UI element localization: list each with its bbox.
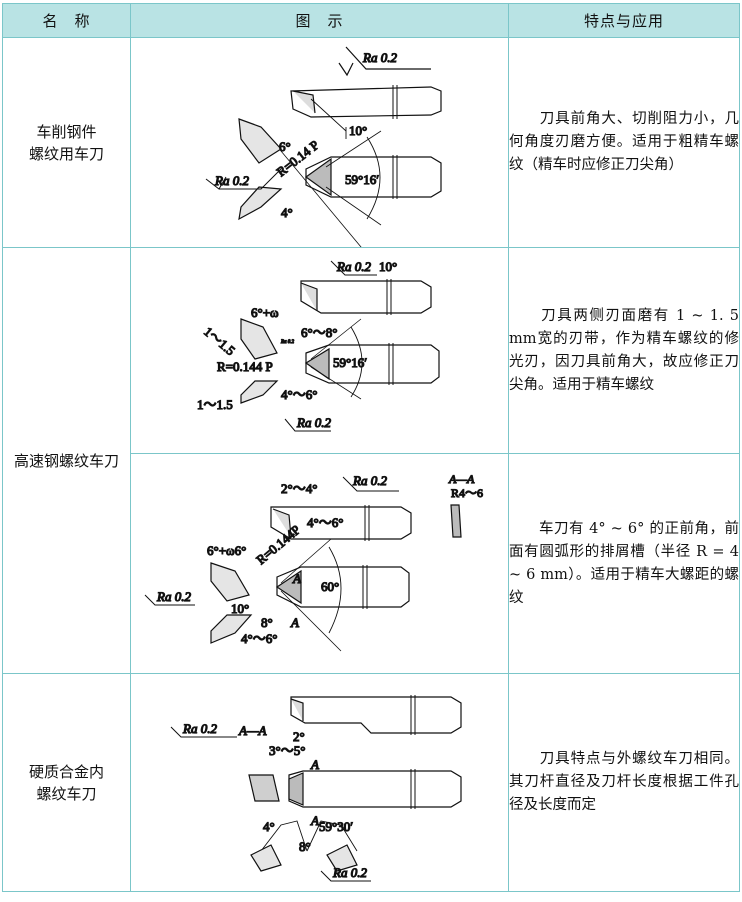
angle-label: 8° — [299, 839, 311, 854]
tool-name-cell: 高速钢螺纹车刀 — [2, 247, 131, 674]
angle-label: 6°～8° — [301, 325, 337, 340]
angle-label: 2° — [293, 729, 305, 744]
tool-drawing-carbide-internal: 2° Ra 0.2 A—A 3°～5° A A 4° 59°30′ 8° Ra … — [170, 694, 462, 881]
table-row: 2°～4° Ra 0.2 4°～6° A—A R4～6 60° R=0.144P… — [3, 453, 740, 674]
tool-bar-front — [288, 769, 462, 808]
angle-label: 2°～4° — [281, 481, 317, 496]
tool-tip-top — [292, 89, 316, 113]
angle-label: 4° — [281, 205, 293, 220]
cutting-tool-table: 名 称 图 示 特点与应用 车削钢件 螺纹用车刀 Ra 0.2 10° — [2, 3, 740, 892]
feature-cell: 车刀有 4° ~ 6° 的正前角，前面有圆弧形的排屑槽（半径 R = 4 ~ 6… — [508, 453, 740, 674]
tool-shank-top — [270, 505, 412, 540]
header-figure: 图 示 — [130, 3, 509, 38]
section-view — [450, 503, 462, 538]
ra-label: Ra 0.2 — [352, 473, 387, 488]
angle-label: 10° — [231, 601, 249, 616]
section-mark: A — [292, 571, 301, 586]
tool-name-line: 螺纹用车刀 — [28, 144, 104, 163]
angle-label: 60° — [321, 579, 339, 594]
header-name: 名 称 — [2, 3, 131, 38]
tool-drawing-hss-groove: 2°～4° Ra 0.2 4°～6° A—A R4～6 60° R=0.144P… — [144, 471, 484, 651]
section-view — [248, 773, 280, 802]
ra-label-tiny: Ra 0.2 — [280, 340, 295, 345]
feature-cell: 刀具两侧刃面磨有 1 ~ 1. 5 mm宽的刃带，作为精车螺纹的修光刃，因刀具前… — [508, 247, 740, 454]
angle-label: 3°～5° — [269, 743, 305, 758]
angle-label: 6°+ω6° — [207, 543, 246, 558]
feature-cell: 刀具特点与外螺纹车刀相同。其刀杆直径及刀杆长度根据工件孔径及长度而定 — [508, 673, 740, 892]
ra-label: Ra 0.2 — [214, 173, 249, 188]
table-header-row: 名 称 图 示 特点与应用 — [2, 3, 740, 38]
feature-cell: 刀具前角大、切削阻力小，几何角度刃磨方便。适用于粗精车螺纹（精车时应修正刀尖角） — [508, 37, 740, 248]
section-lower — [238, 185, 283, 220]
angle-label: 4° — [263, 819, 275, 834]
tool-bar-top — [290, 695, 462, 734]
figure-cell: 2° Ra 0.2 A—A 3°～5° A A 4° 59°30′ 8° Ra … — [130, 673, 509, 892]
angle-label: 6°+ω — [251, 305, 279, 320]
tool-name-line: 硬质合金内 — [28, 762, 104, 781]
radius-label: R=0.144 P — [217, 359, 273, 374]
roughness-symbol — [338, 46, 431, 76]
section-label: A—A — [238, 723, 267, 738]
angle-label: 4°～6° — [241, 631, 277, 646]
radius-label: R=0.144P — [253, 522, 303, 567]
ra-label: Ra 0.2 — [296, 415, 331, 430]
tool-tip-front — [304, 157, 332, 196]
break-mark — [392, 84, 398, 119]
figure-cell: Ra 0.2 10° 59°16′ 6°～8° R=0.144 P 6°+ω 1… — [130, 247, 509, 454]
ra-label: Ra 0.2 — [332, 865, 367, 880]
angle-label: 10° — [379, 259, 397, 274]
table-row: 高速钢螺纹车刀 Ra 0.2 10° 59°16′ 6°～8° R=0.144 … — [2, 247, 740, 674]
angle-label: 59°16′ — [333, 355, 367, 370]
header-feature: 特点与应用 — [508, 3, 740, 38]
angle-label: 6° — [279, 139, 291, 154]
figure-cell: Ra 0.2 10° 59°16′ R=0.14 P 6° 4° Ra 0.2 — [130, 37, 509, 248]
dim-label: 1～1.5 — [201, 323, 238, 357]
dim-label: 1～1.5 — [197, 397, 233, 412]
figure-cell: 2°～4° Ra 0.2 4°～6° A—A R4～6 60° R=0.144P… — [130, 453, 509, 674]
tool-name-line: 车削钢件 — [36, 122, 97, 141]
ra-label: Ra 0.2 — [156, 589, 191, 604]
table-row: 车削钢件 螺纹用车刀 Ra 0.2 10° 59°16′ — [2, 37, 740, 248]
section-mark: A — [310, 757, 319, 772]
angle-label: 4°～6° — [281, 387, 317, 402]
angle-label: 59°30′ — [319, 819, 353, 834]
angle-label: 10° — [349, 123, 367, 138]
tool-drawing-steel: Ra 0.2 10° 59°16′ R=0.14 P 6° 4° Ra 0.2 — [205, 46, 442, 247]
section-label: A—A — [448, 472, 475, 486]
tool-shank-top — [300, 279, 432, 314]
section-upper — [238, 117, 282, 164]
tool-shank-top — [290, 85, 442, 118]
ra-label: Ra 0.2 — [362, 50, 397, 65]
tool-name-line: 螺纹车刀 — [36, 784, 97, 803]
angle-label: 4°～6° — [307, 515, 343, 530]
ra-label: Ra 0.2 — [182, 721, 217, 736]
tool-shank-front — [305, 343, 440, 384]
section-mark: A — [310, 813, 319, 828]
table-row: 硬质合金内 螺纹车刀 2° Ra 0.2 A—A 3°～5° A A — [2, 673, 740, 892]
section-mark: A — [290, 615, 299, 630]
tool-name-cell: 硬质合金内 螺纹车刀 — [2, 673, 131, 892]
ra-label: Ra 0.2 — [336, 259, 371, 274]
angle-label: 8° — [261, 615, 273, 630]
tool-shank-front — [305, 155, 442, 198]
tool-shank-front — [276, 565, 410, 608]
tool-name-cell: 车削钢件 螺纹用车刀 — [2, 37, 131, 248]
tool-drawing-hss-fine: Ra 0.2 10° 59°16′ 6°～8° R=0.144 P 6°+ω 1… — [196, 258, 440, 431]
section-radius-label: R4～6 — [451, 486, 483, 500]
angle-label: 59°16′ — [345, 172, 379, 187]
